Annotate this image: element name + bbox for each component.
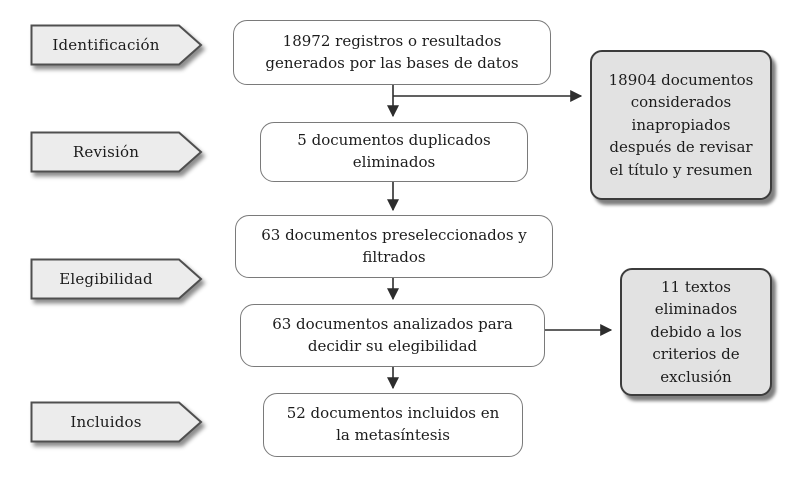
stage-eligibility: Elegibilidad (30, 258, 204, 300)
stage-included: Incluidos (30, 401, 204, 443)
stage-screening: Revisión (30, 131, 204, 173)
stage-label: Incluidos (70, 413, 142, 431)
chevron-shape (30, 24, 203, 66)
chevron-shape (30, 131, 203, 173)
stage-label: Elegibilidad (59, 270, 153, 288)
box-screened: 63 documentos preseleccionados y filtrad… (235, 215, 553, 278)
chevron-shape (30, 401, 203, 443)
box-assessed-eligibility: 63 documentos analizados para decidir su… (240, 304, 545, 367)
box-duplicates-removed: 5 documentos duplicados eliminados (260, 122, 528, 182)
box-excluded-title-abstract: 18904 documentos considerados inapropiad… (590, 50, 772, 200)
stage-label: Identificación (52, 36, 160, 54)
chevron-shape (30, 258, 203, 300)
stage-identification: Identificación (30, 24, 204, 66)
stage-label: Revisión (72, 143, 140, 161)
box-included: 52 documentos incluidos en la metasíntes… (263, 393, 523, 457)
box-records-identified: 18972 registros o resultados generados p… (233, 20, 551, 85)
box-excluded-criteria: 11 textos eliminados debido a los criter… (620, 268, 772, 396)
